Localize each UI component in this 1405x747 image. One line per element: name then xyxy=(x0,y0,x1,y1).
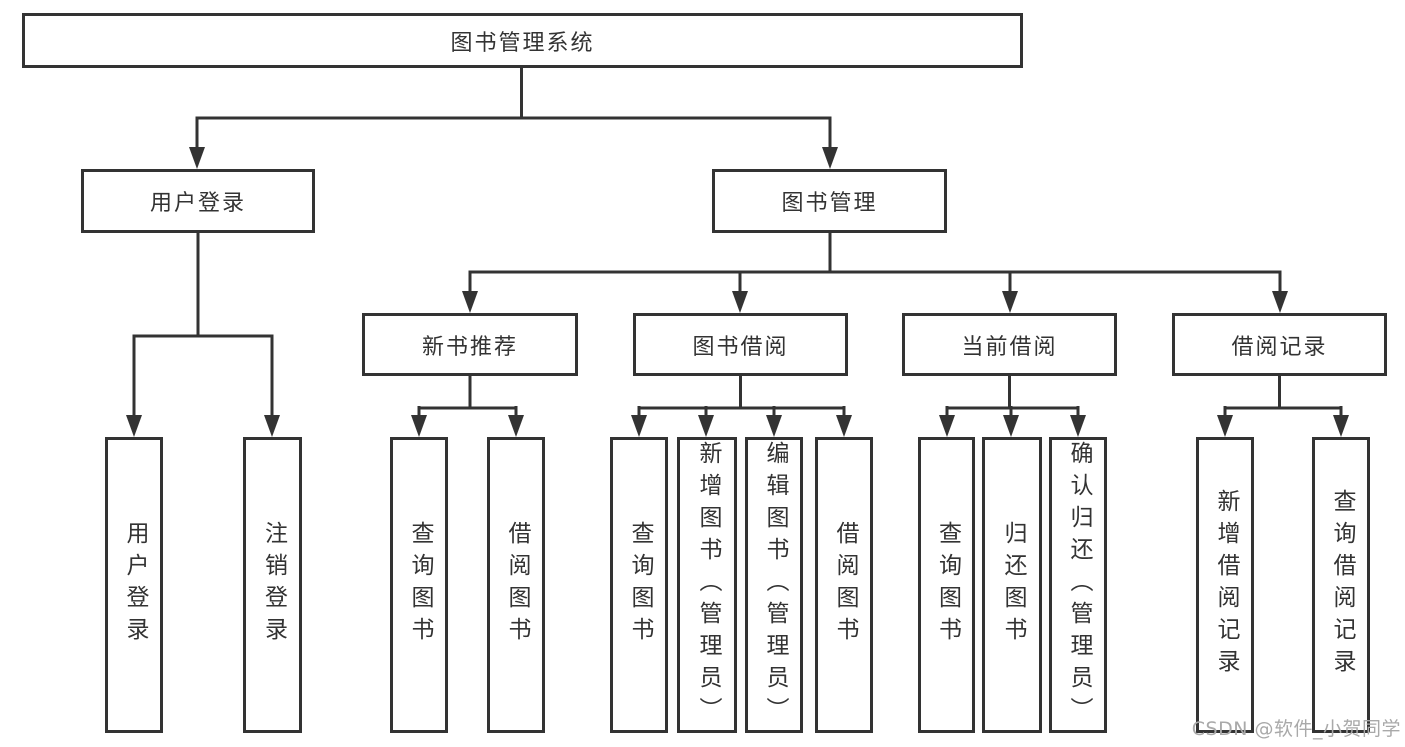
node-label: 图书管理系统 xyxy=(450,30,595,56)
node-leaf-logout: 注销登录 xyxy=(243,437,302,733)
csdn-watermark: CSDN @软件_小贺同学 xyxy=(1191,718,1401,740)
node-leaf-user-login: 用户登录 xyxy=(105,437,163,733)
node-leaf-return-books: 归还图书 xyxy=(982,437,1042,733)
node-label: 借阅记录 xyxy=(1231,334,1328,360)
node-leaf-query-books-3: 查询图书 xyxy=(918,437,975,733)
node-leaf-query-books-2: 查询图书 xyxy=(610,437,668,733)
node-label: 用户登录 xyxy=(121,521,148,649)
node-user-login: 用户登录 xyxy=(81,169,315,233)
node-label: 新书推荐 xyxy=(421,334,518,360)
node-label: 图书借阅 xyxy=(692,334,789,360)
node-leaf-query-borrow-record: 查询借阅记录 xyxy=(1312,437,1370,733)
node-library-management-system: 图书管理系统 xyxy=(22,13,1023,68)
node-label: 确认归还（管理员） xyxy=(1065,441,1092,729)
node-label: 用户登录 xyxy=(149,191,246,216)
node-label: 新增借阅记录 xyxy=(1212,489,1239,681)
node-new-book-recommend: 新书推荐 xyxy=(362,313,578,376)
node-book-borrowing: 图书借阅 xyxy=(633,313,848,376)
node-label: 借阅图书 xyxy=(831,521,858,649)
node-label: 借阅图书 xyxy=(503,521,530,649)
node-label: 查询图书 xyxy=(934,521,961,649)
node-leaf-borrow-books-2: 借阅图书 xyxy=(815,437,873,733)
node-label: 图书管理 xyxy=(781,191,878,216)
node-leaf-confirm-return-admin: 确认归还（管理员） xyxy=(1049,437,1107,733)
node-leaf-borrow-books-1: 借阅图书 xyxy=(487,437,545,733)
node-label: 新增图书（管理员） xyxy=(694,441,721,729)
node-label: 归还图书 xyxy=(999,521,1026,649)
node-label: 当前借阅 xyxy=(961,334,1058,360)
node-label: 查询图书 xyxy=(406,521,433,649)
node-current-borrowing: 当前借阅 xyxy=(902,313,1117,376)
node-label: 注销登录 xyxy=(260,521,287,649)
node-leaf-add-borrow-record: 新增借阅记录 xyxy=(1196,437,1254,733)
node-label: 编辑图书（管理员） xyxy=(761,441,788,729)
node-book-management: 图书管理 xyxy=(712,169,947,233)
node-leaf-add-books-admin: 新增图书（管理员） xyxy=(677,437,737,733)
node-leaf-query-books-1: 查询图书 xyxy=(390,437,448,733)
node-label: 查询图书 xyxy=(626,521,653,649)
node-leaf-edit-books-admin: 编辑图书（管理员） xyxy=(745,437,803,733)
node-label: 查询借阅记录 xyxy=(1328,489,1355,681)
node-borrowing-records: 借阅记录 xyxy=(1172,313,1387,376)
